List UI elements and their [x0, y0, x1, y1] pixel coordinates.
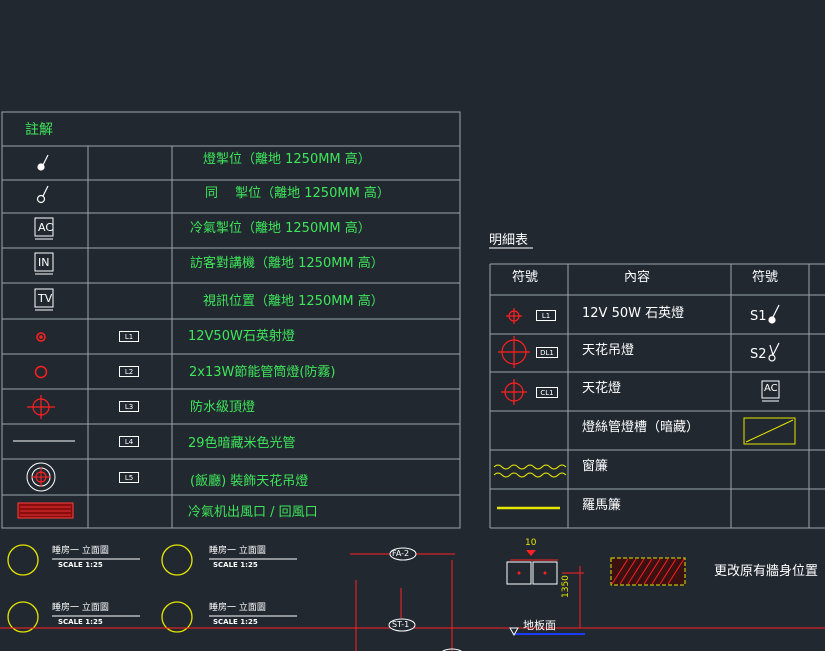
note-text: 防水級頂燈	[190, 400, 256, 415]
detail-table-title: 明細表	[489, 233, 529, 248]
switch-s2-icon	[768, 342, 780, 362]
detail-text: 天花吊燈	[582, 343, 635, 358]
note-text: 冷氣机出風口 / 回風口	[188, 505, 318, 520]
floor-level-label: 地板面	[523, 619, 556, 632]
note-text: 12V50W石英射燈	[188, 329, 295, 344]
two-way-switch-icon	[36, 185, 49, 204]
ac-switch-icon	[34, 217, 54, 240]
elevation-title: 睡房一 立面圖	[52, 603, 109, 613]
tv-icon-label: TV	[38, 292, 53, 305]
note-text: 燈掣位（離地 1250MM 高）	[203, 152, 371, 167]
note-text: 冷氣掣位（離地 1250MM 高）	[190, 221, 371, 236]
tag-l4: L4	[119, 436, 139, 447]
tag-cl1: CL1	[536, 387, 558, 398]
dimension-arrow-icon	[526, 550, 536, 556]
dimension-width: 10	[525, 538, 537, 548]
header-content: 內容	[624, 270, 651, 285]
marker-st-1	[388, 618, 416, 632]
elevation-scale: SCALE 1:25	[58, 618, 103, 626]
tag-l2: L2	[119, 366, 139, 377]
spotlight-icon	[506, 308, 522, 324]
elevation-scale: SCALE 1:25	[58, 561, 103, 569]
hatch-legend	[610, 557, 686, 586]
elevation-scale: SCALE 1:25	[213, 561, 258, 569]
elevation-underlines	[52, 558, 297, 617]
note-text: 視訊位置（離地 1250MM 高）	[203, 294, 384, 309]
pendant-lamp-icon	[26, 462, 56, 492]
marker-st-1-label: ST-1	[392, 620, 410, 629]
detail-text: 羅馬簾	[582, 498, 622, 513]
floor-level-icon	[509, 627, 519, 637]
note-text: 29色暗藏米色光管	[188, 436, 296, 451]
note-text: 訪客對講機（離地 1250MM 高）	[190, 256, 384, 271]
light-switch-icon	[37, 154, 49, 171]
ceiling-light-icon	[27, 395, 55, 419]
detail-text: 燈絲管燈槽（暗藏）	[582, 420, 700, 435]
ac-icon-label: AC	[764, 383, 778, 394]
detail-text: 12V 50W 石英燈	[582, 306, 685, 321]
intercom-icon	[34, 252, 54, 275]
header-symbol: 符號	[512, 270, 539, 285]
tag-dl1: DL1	[536, 347, 558, 358]
dimension-height: 1350	[561, 575, 571, 598]
note-text: (飯廳) 裝飾天花吊燈	[190, 474, 309, 489]
ac-icon-label: AC	[38, 221, 54, 234]
switch-s2-label: S2	[750, 347, 767, 362]
detail-table-grid	[489, 263, 825, 529]
tv-outlet-icon	[34, 288, 54, 311]
elevation-scale: SCALE 1:25	[213, 618, 258, 626]
marker-fa-2	[389, 547, 417, 561]
marker-fa-2-label: FA-2	[392, 549, 410, 558]
socket-outlet-icon	[506, 561, 558, 585]
detail-text: 天花燈	[582, 381, 622, 396]
partial-circle	[442, 648, 462, 651]
wall-change-note: 更改原有牆身位置	[714, 564, 819, 579]
tag-l5: L5	[119, 472, 139, 483]
air-vent-icon	[17, 502, 74, 519]
elevation-bubbles	[7, 544, 193, 633]
detail-text: 窗簾	[582, 459, 609, 474]
tag-l3: L3	[119, 401, 139, 412]
curtain-icon	[493, 464, 567, 478]
elevation-title: 睡房一 立面圖	[52, 546, 109, 556]
note-text: 2x13W節能管筒燈(防霧)	[189, 365, 336, 380]
ac-switch-icon	[761, 380, 780, 402]
elevation-title: 睡房一 立面圖	[209, 603, 266, 613]
spotlight-icon	[36, 332, 46, 342]
tag-l1: L1	[119, 331, 139, 342]
notes-table-title: 註解	[25, 122, 53, 138]
header-symbol-2: 符號	[752, 270, 779, 285]
notes-table-grid	[1, 111, 461, 529]
pendant-light-icon	[498, 336, 530, 368]
note-text: 同 掣位（離地 1250MM 高）	[205, 186, 390, 201]
cove-light-icon	[743, 417, 796, 445]
tag-l1: L1	[536, 310, 556, 321]
ceiling-light-icon	[501, 379, 527, 405]
downlight-icon	[34, 365, 48, 379]
elevation-title: 睡房一 立面圖	[209, 546, 266, 556]
switch-s1-icon	[768, 304, 780, 324]
intercom-icon-label: IN	[38, 256, 50, 269]
switch-s1-label: S1	[750, 309, 767, 324]
section-lines	[0, 553, 825, 651]
